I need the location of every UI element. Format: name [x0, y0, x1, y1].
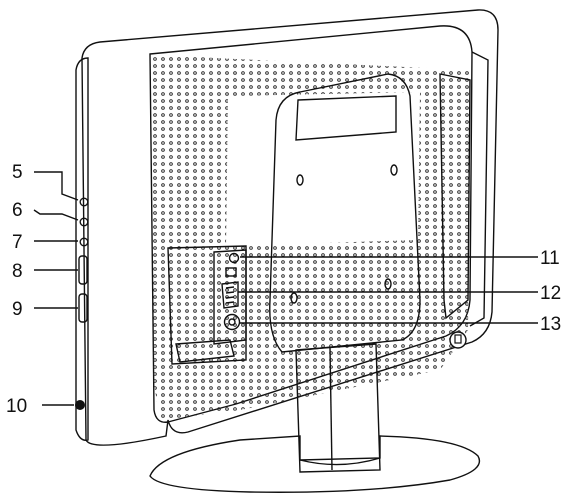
- rear-label-area: [226, 92, 420, 246]
- kensington-lock-icon: [449, 331, 467, 349]
- button-7[interactable]: [79, 237, 89, 247]
- callout-labels: 5 6 7 8 9 10 11 12 13: [6, 162, 561, 417]
- connector-panel: [167, 245, 247, 365]
- audio-jack-port[interactable]: [228, 252, 240, 264]
- button-6[interactable]: [79, 217, 89, 227]
- stand-base: [149, 343, 481, 493]
- callout-6: 6: [12, 200, 23, 221]
- callout-11: 11: [540, 248, 560, 269]
- callout-7: 7: [12, 232, 23, 253]
- button-8[interactable]: [78, 255, 88, 285]
- callout-9: 9: [12, 299, 23, 320]
- button-9[interactable]: [78, 293, 88, 323]
- callout-13: 13: [540, 314, 561, 335]
- stand-arm: [269, 73, 421, 353]
- power-button[interactable]: [75, 400, 85, 410]
- callout-12: 12: [540, 283, 561, 304]
- right-recess: [439, 73, 471, 349]
- callout-lines: [33, 171, 538, 406]
- power-connector-port[interactable]: [223, 313, 241, 331]
- side-controls: [75, 197, 89, 410]
- dsub-port[interactable]: [221, 281, 239, 309]
- callout-5: 5: [12, 162, 23, 183]
- button-5[interactable]: [79, 197, 89, 207]
- callout-8: 8: [12, 261, 23, 282]
- callout-10: 10: [6, 396, 27, 417]
